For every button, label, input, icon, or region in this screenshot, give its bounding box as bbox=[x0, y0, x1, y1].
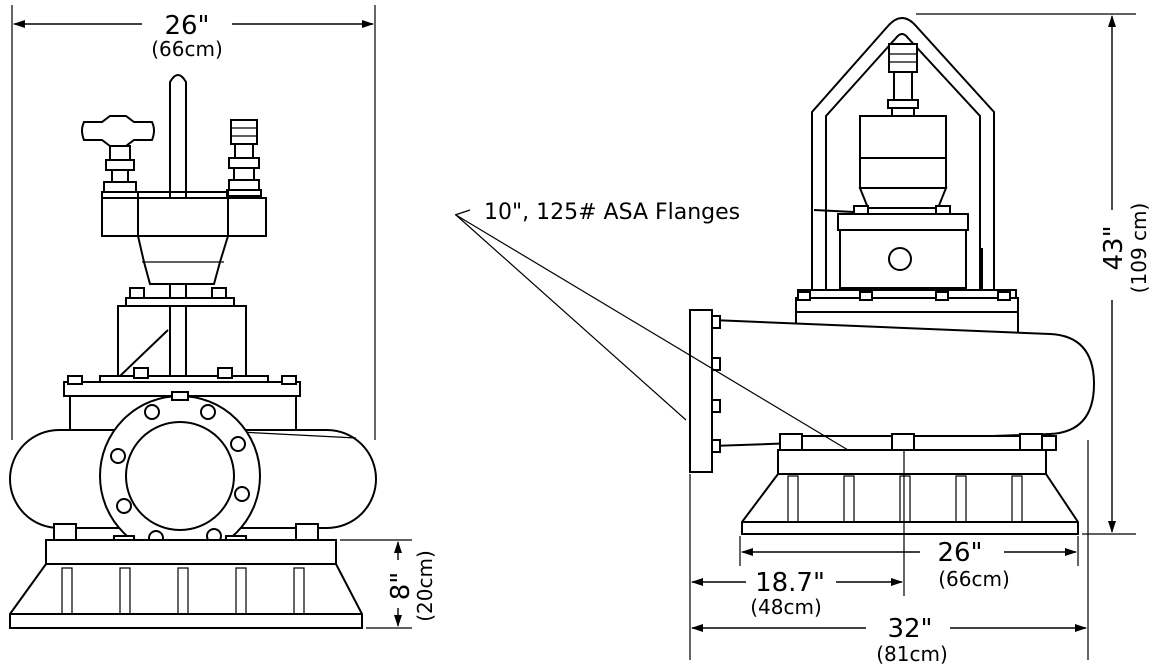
lifting-cage bbox=[811, 17, 995, 290]
side-top-valve bbox=[887, 43, 919, 117]
right-valve bbox=[226, 119, 262, 197]
side-offset-metric: (48cm) bbox=[750, 595, 822, 619]
callout-leader-inlet bbox=[455, 214, 849, 451]
side-base-width-metric: (66cm) bbox=[938, 567, 1010, 591]
callout-leader-flange bbox=[455, 214, 687, 421]
side-base-width-inches: 26" bbox=[937, 538, 982, 568]
front-base-plate bbox=[45, 539, 337, 565]
front-base-height-metric: (20cm) bbox=[413, 550, 437, 622]
side-overall-width-metric: (81cm) bbox=[876, 642, 948, 666]
side-flange bbox=[689, 309, 713, 473]
front-width-inches: 26" bbox=[164, 11, 209, 41]
side-view: 10", 125# ASA Flanges 43" (109 cm) 26" (… bbox=[454, 13, 1151, 666]
side-overall-width-inches: 32" bbox=[887, 614, 932, 644]
flanges-callout-label: 10", 125# ASA Flanges bbox=[484, 200, 740, 225]
front-manifold bbox=[101, 197, 267, 237]
side-motor-top bbox=[859, 115, 947, 159]
front-view: 26" (66cm) bbox=[9, 5, 437, 629]
side-port-circle bbox=[888, 247, 912, 271]
front-base-stand bbox=[9, 563, 363, 629]
callout-tick bbox=[454, 209, 471, 216]
side-offset-inches: 18.7" bbox=[755, 568, 825, 598]
front-base-height-inches: 8" bbox=[386, 572, 416, 601]
t-handle-icon bbox=[81, 115, 155, 147]
side-height-metric: (109 cm) bbox=[1127, 203, 1151, 294]
side-top-plate bbox=[795, 297, 1019, 313]
front-cone bbox=[136, 235, 230, 285]
front-discharge-flange bbox=[99, 391, 261, 557]
side-discharge-pipe bbox=[711, 318, 1096, 448]
left-valve bbox=[81, 115, 155, 199]
side-base-plate bbox=[777, 449, 1047, 475]
front-motor-housing bbox=[117, 305, 247, 379]
side-height-inches: 43" bbox=[1099, 225, 1129, 270]
lifting-bail bbox=[169, 74, 187, 382]
front-width-metric: (66cm) bbox=[151, 37, 223, 61]
